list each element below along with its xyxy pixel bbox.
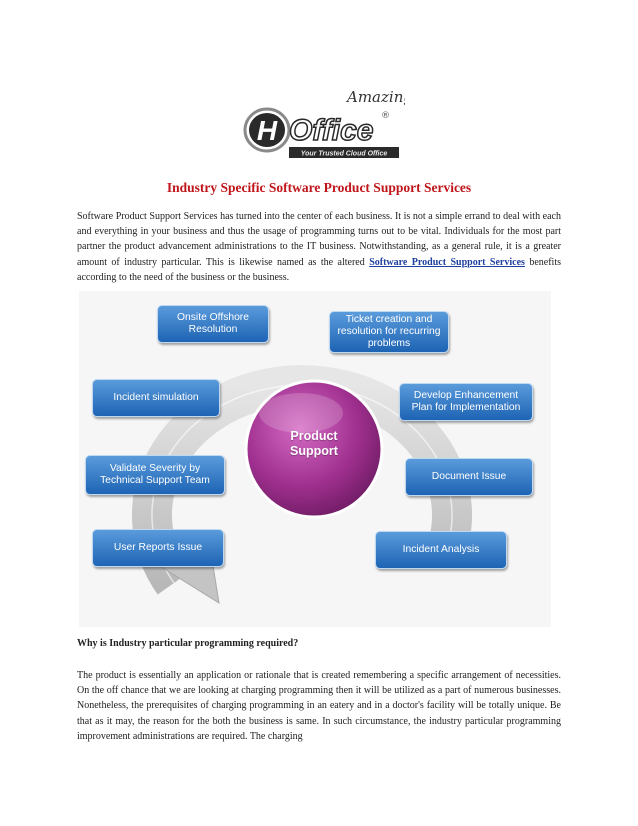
- step-ticket-creation: Ticket creation and resolution for recur…: [329, 311, 449, 353]
- product-support-cycle-diagram: Product Support Onsite Offshore Resoluti…: [79, 291, 551, 627]
- step-incident-simulation: Incident simulation: [92, 379, 220, 417]
- section-paragraph: The product is essentially an applicatio…: [77, 670, 561, 742]
- center-label-product-support: Product Support: [290, 429, 338, 458]
- step-validate-severity: Validate Severity by Technical Support T…: [85, 455, 225, 495]
- intro-paragraph: Software Product Support Services has tu…: [77, 209, 561, 285]
- logo-script-text: Amazing: [345, 88, 405, 106]
- step-document-issue: Document Issue: [405, 458, 533, 496]
- step-onsite-offshore-resolution: Onsite Offshore Resolution: [157, 305, 269, 343]
- logo-registered-mark: ®: [381, 111, 390, 121]
- logo-initial: H: [257, 115, 278, 146]
- logo-brand: Office: [289, 114, 373, 147]
- step-develop-enhancement-plan: Develop Enhancement Plan for Implementat…: [399, 383, 533, 421]
- article-title: Industry Specific Software Product Suppo…: [166, 180, 472, 195]
- intro-text: Software Product Support Services has tu…: [77, 211, 561, 268]
- software-product-support-link[interactable]: Software Product Support Services: [369, 256, 525, 268]
- logo-tagline: Your Trusted Cloud Office: [301, 151, 388, 158]
- step-incident-analysis: Incident Analysis: [375, 531, 507, 569]
- section-heading: Why is Industry particular programming r…: [77, 638, 299, 649]
- company-logo: Amazing H Office ® Your Trusted Cloud Of…: [237, 86, 413, 162]
- intro-tail-text: benefits according to the need of the bu…: [77, 256, 562, 283]
- step-user-reports-issue: User Reports Issue: [92, 529, 224, 567]
